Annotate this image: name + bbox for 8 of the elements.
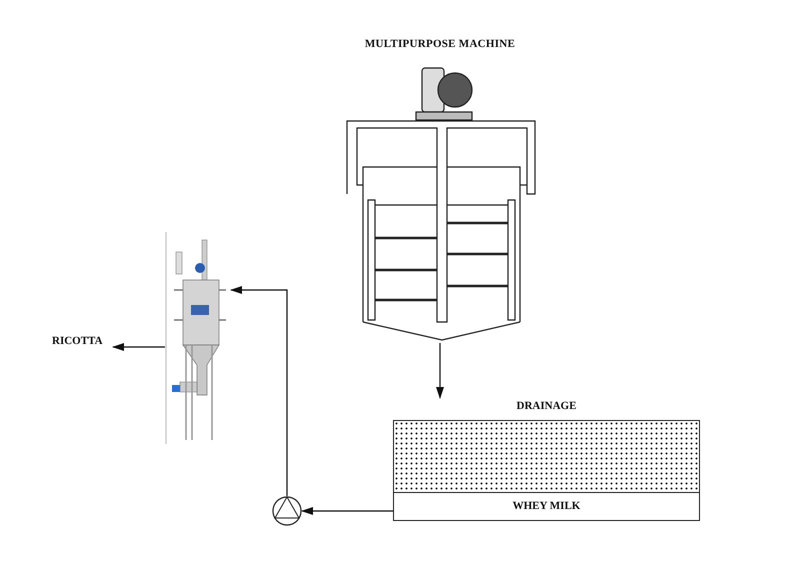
flow-arrow <box>301 507 393 515</box>
flow-arrow <box>112 343 165 351</box>
output-label: RICOTTA <box>52 335 104 348</box>
flow-arrow <box>230 286 288 496</box>
whey-layer: WHEY MILK <box>393 492 700 521</box>
drainage-title: DRAINAGE <box>516 399 578 414</box>
flow-arrow <box>436 343 444 399</box>
machine-title: MULTIPURPOSE MACHINE <box>364 37 516 52</box>
